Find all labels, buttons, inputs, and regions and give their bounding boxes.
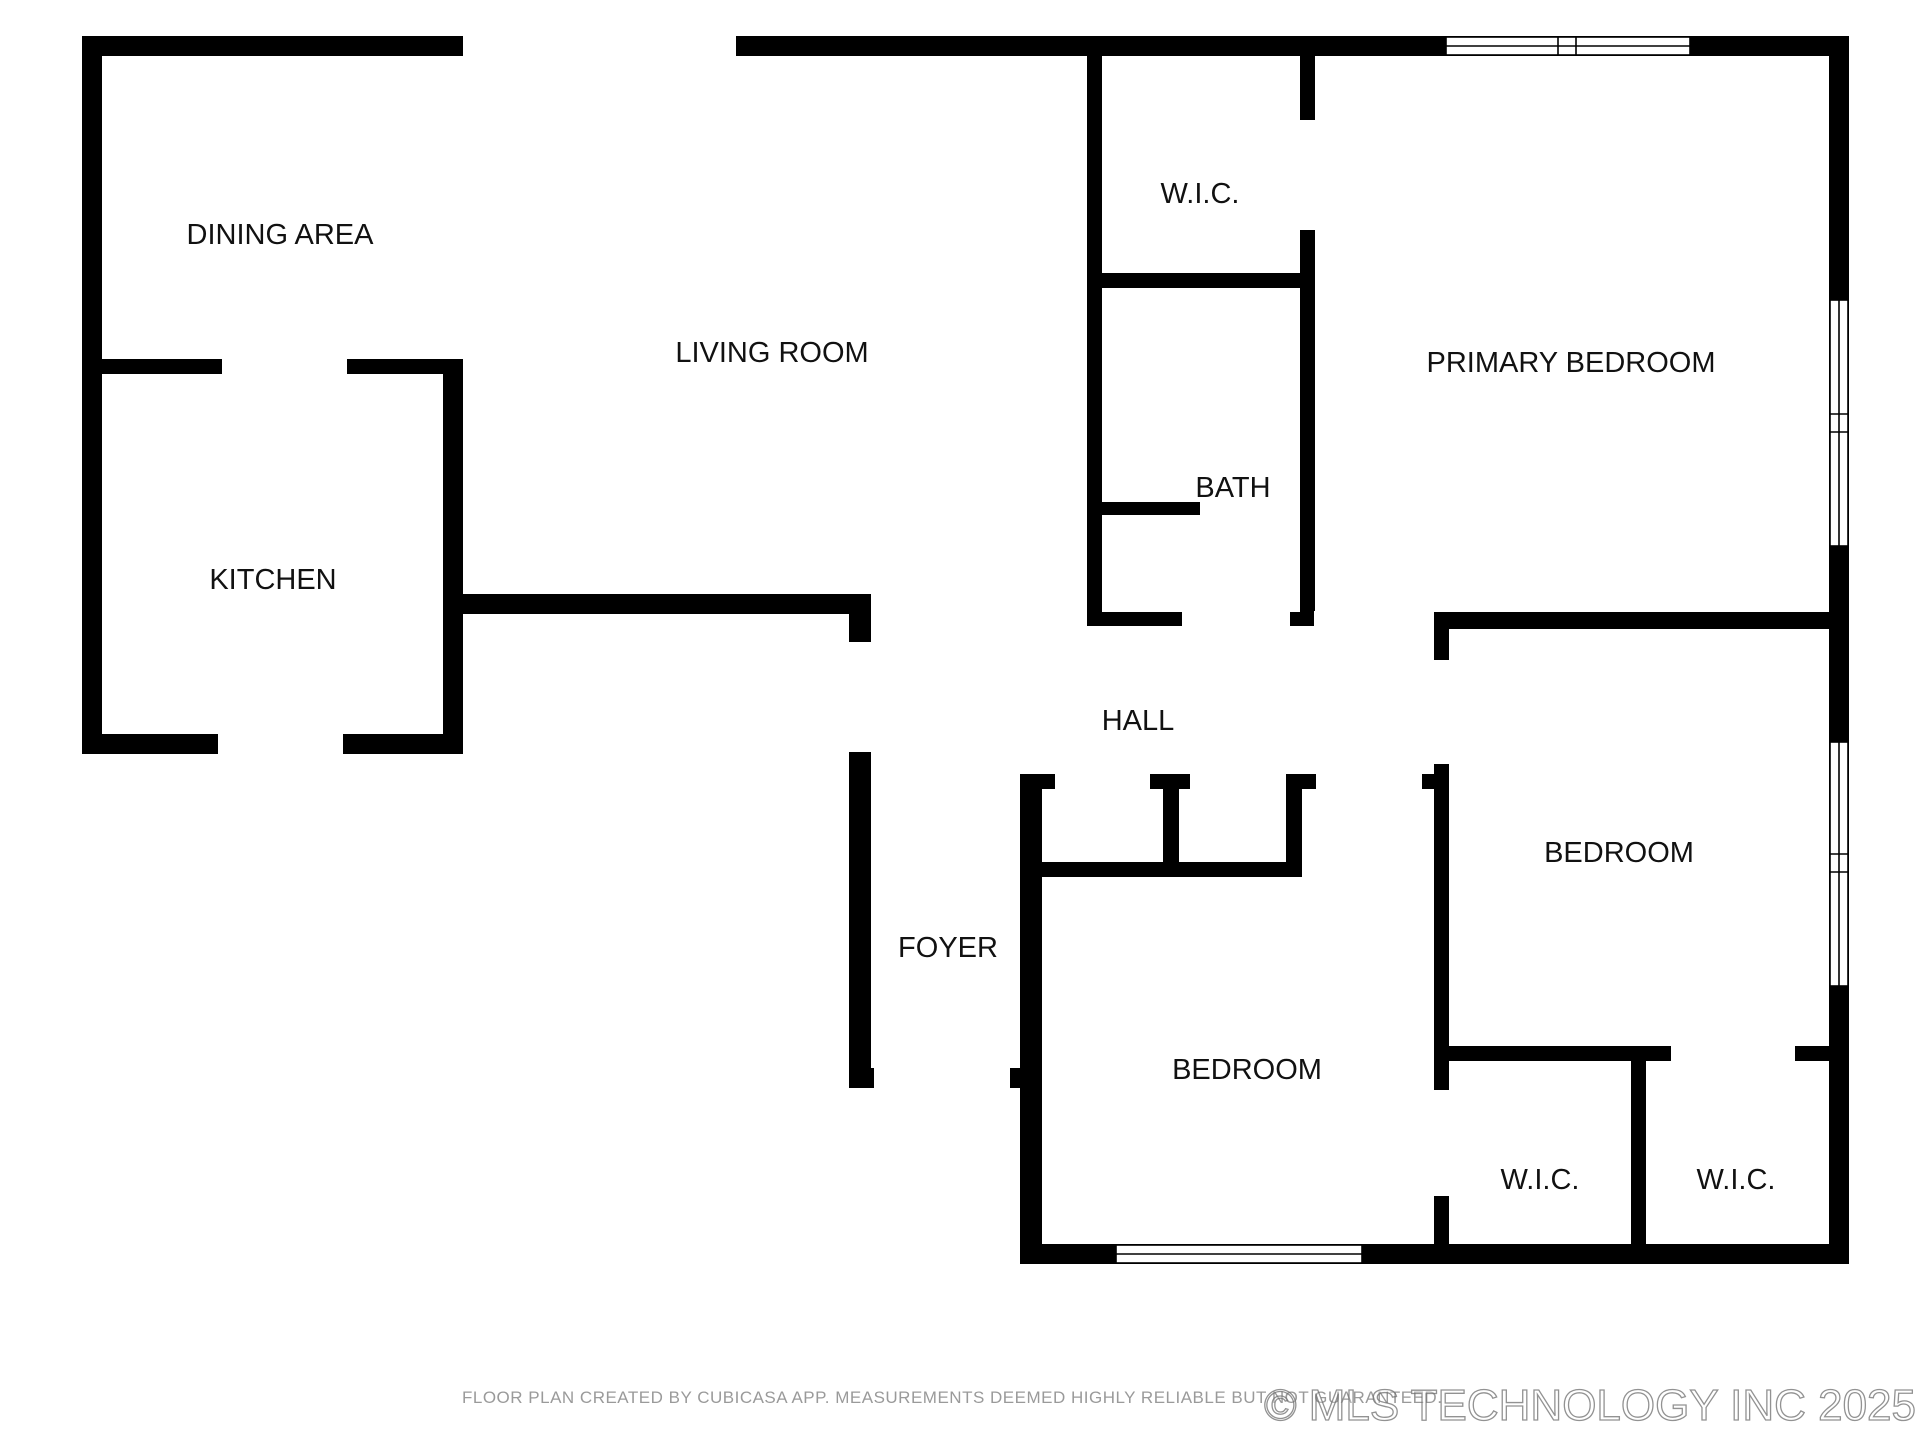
room-label-bath: BATH <box>1195 472 1270 504</box>
room-label-foyer: FOYER <box>898 932 998 964</box>
room-label-wic-primary: W.I.C. <box>1161 178 1240 210</box>
room-label-wic-right: W.I.C. <box>1697 1164 1776 1196</box>
openings <box>218 36 1849 1264</box>
disclaimer-note: FLOOR PLAN CREATED BY CUBICASA APP. MEAS… <box>462 1388 1442 1407</box>
room-label-primary-bedroom: PRIMARY BEDROOM <box>1427 347 1716 379</box>
room-labels: DINING AREA LIVING ROOM KITCHEN W.I.C. B… <box>187 178 1776 1196</box>
room-label-hall: HALL <box>1102 705 1175 737</box>
room-label-dining-area: DINING AREA <box>187 219 375 251</box>
room-label-kitchen: KITCHEN <box>209 564 336 596</box>
room-label-bedroom-front: BEDROOM <box>1172 1054 1322 1086</box>
room-label-living-room: LIVING ROOM <box>675 337 868 369</box>
copyright-watermark: © MLS TECHNOLOGY INC 2025 <box>1264 1381 1916 1430</box>
room-label-bedroom-east: BEDROOM <box>1544 837 1694 869</box>
room-label-wic-left: W.I.C. <box>1501 1164 1580 1196</box>
